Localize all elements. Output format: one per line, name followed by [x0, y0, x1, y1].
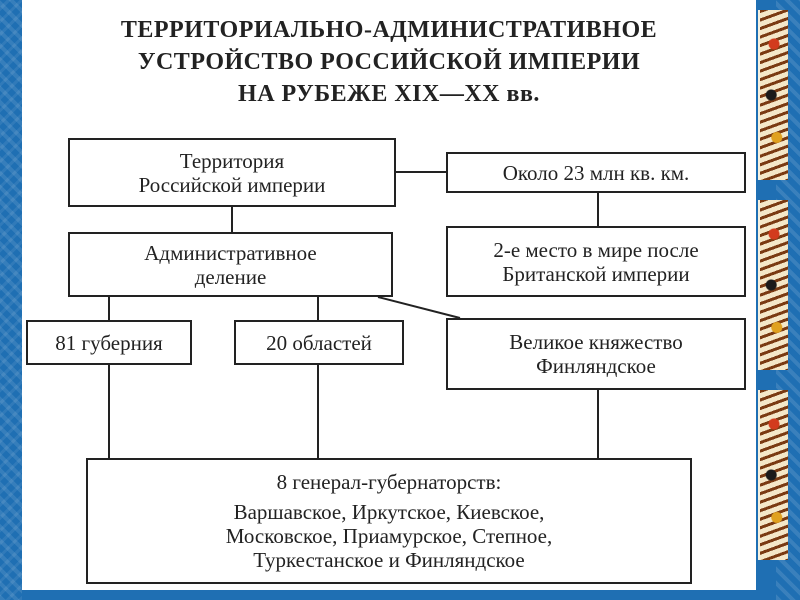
admin-division-line-1: Административное [144, 241, 317, 265]
rank-line-1: 2-е место в мире после [493, 238, 698, 262]
admin-division-box: Административное деление [68, 232, 393, 297]
admin-division-line-2: деление [195, 265, 267, 289]
regions-text: 20 областей [266, 331, 372, 355]
gov-general-box: 8 генерал-губернаторств: Варшавское, Ирк… [86, 458, 692, 584]
connector-admin-finland [378, 297, 460, 318]
finland-line-1: Великое княжество [509, 330, 682, 354]
territory-line-2: Российской империи [139, 173, 326, 197]
area-text: Около 23 млн кв. км. [503, 161, 690, 185]
gov-general-heading: 8 генерал-губернаторств: [277, 470, 502, 494]
territory-line-1: Территория [180, 149, 284, 173]
provinces-box: 81 губерния [26, 320, 192, 365]
finland-line-2: Финляндское [536, 354, 656, 378]
territory-box: Территория Российской империи [68, 138, 396, 207]
rank-line-2: Британской империи [502, 262, 689, 286]
rank-box: 2-е место в мире после Британской импери… [446, 226, 746, 297]
regions-box: 20 областей [234, 320, 404, 365]
gov-general-line-1: Варшавское, Иркутское, Киевское, [234, 500, 545, 524]
provinces-text: 81 губерния [55, 331, 162, 355]
finland-box: Великое княжество Финляндское [446, 318, 746, 390]
gov-general-line-2: Московское, Приамурское, Степное, [226, 524, 553, 548]
gov-general-line-3: Туркестанское и Финляндское [253, 548, 525, 572]
area-box: Около 23 млн кв. км. [446, 152, 746, 193]
